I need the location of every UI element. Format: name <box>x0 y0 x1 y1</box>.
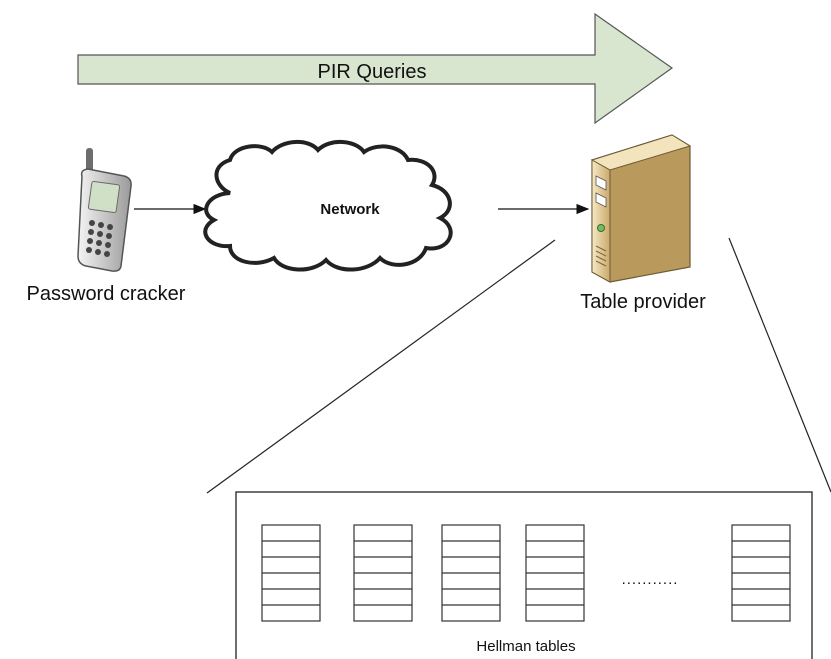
password-cracker-label: Password cracker <box>27 283 186 305</box>
cloud-icon: Network <box>203 140 453 272</box>
hellman-tables-caption: Hellman tables <box>476 638 575 655</box>
table-provider-label: Table provider <box>580 291 706 313</box>
mobile-phone-icon <box>77 148 132 272</box>
hellman-table-3 <box>441 524 501 622</box>
hellman-table-4 <box>525 524 585 622</box>
pir-queries-arrow: PIR Queries <box>77 12 674 125</box>
zoom-line-left <box>206 239 556 494</box>
hellman-table-5 <box>731 524 791 622</box>
hellman-table-2 <box>353 524 413 622</box>
hellman-tables-box <box>235 491 813 659</box>
table-stack <box>261 524 791 622</box>
network-label: Network <box>320 201 380 218</box>
zoom-line-right <box>728 237 831 493</box>
server-tower-icon <box>590 134 692 283</box>
tables-ellipsis: ........... <box>622 571 679 588</box>
pir-queries-label: PIR Queries <box>318 61 427 83</box>
hellman-table-1 <box>261 524 321 622</box>
